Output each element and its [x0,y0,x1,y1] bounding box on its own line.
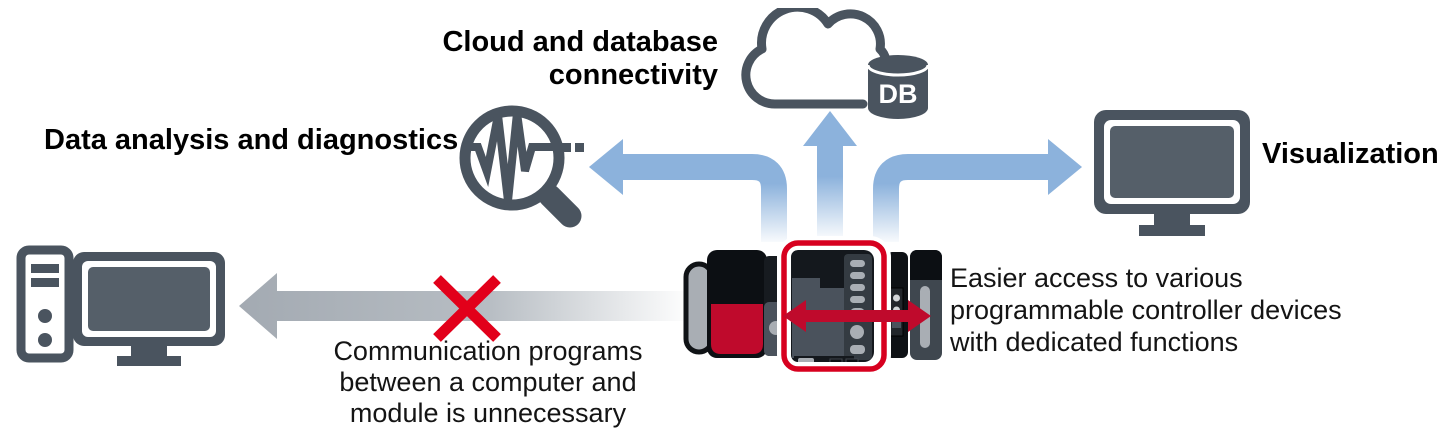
red-transfer-arrow [783,300,931,332]
no-communication-note: Communication programs between a compute… [298,336,678,429]
blue-branch-left-arrow [621,154,787,242]
database-cylinder-icon: DB [866,55,930,119]
blue-branch-right-arrowhead [1048,139,1082,195]
red-x-icon [433,275,501,342]
plc-io-module [910,250,942,360]
easier-access-line3: with dedicated functions [950,327,1239,357]
easier-access-line2: programmable controller devices [950,295,1342,325]
visualization-label: Visualization [1262,138,1439,170]
magnifier-handle [538,184,582,228]
db-badge: DB [879,79,918,109]
blue-branch-right-arrow [873,154,1048,242]
analysis-magnifier-icon [459,105,584,228]
plc-power-module [707,250,767,358]
easier-access-note: Easier access to various programmable co… [950,262,1342,358]
no-communication-line3: module is unnecessary [349,398,627,428]
cloud-label: Cloud and database connectivity [370,26,718,92]
waveform-dash [562,143,571,152]
cloud-outline [741,8,891,109]
desktop-computer-icon [16,245,225,366]
monitor-stand [1154,214,1190,225]
cloud-label-line1: Cloud and database [442,26,718,58]
blue-up-arrow [803,111,857,242]
waveform-dash [575,143,584,152]
pc-monitor [73,252,225,366]
cpu-highlight-ring [777,236,891,376]
monitor-base [1139,225,1205,236]
plc-cpu-module [788,250,874,367]
easier-access-line1: Easier access to various [950,263,1243,293]
cloud-db-icon: DB [741,8,930,119]
analysis-label: Data analysis and diagnostics [44,124,459,156]
no-communication-line1: Communication programs [333,336,643,366]
monitor-screen [1110,126,1234,198]
cloud-label-line2: connectivity [548,59,718,91]
blue-branch-left-arrowhead [589,139,623,195]
pulse-waveform [462,112,556,202]
plc-controller-icon [683,236,942,376]
pc-tower [16,245,74,363]
monitor-icon [1094,110,1250,236]
no-communication-line2: between a computer and [339,367,637,397]
